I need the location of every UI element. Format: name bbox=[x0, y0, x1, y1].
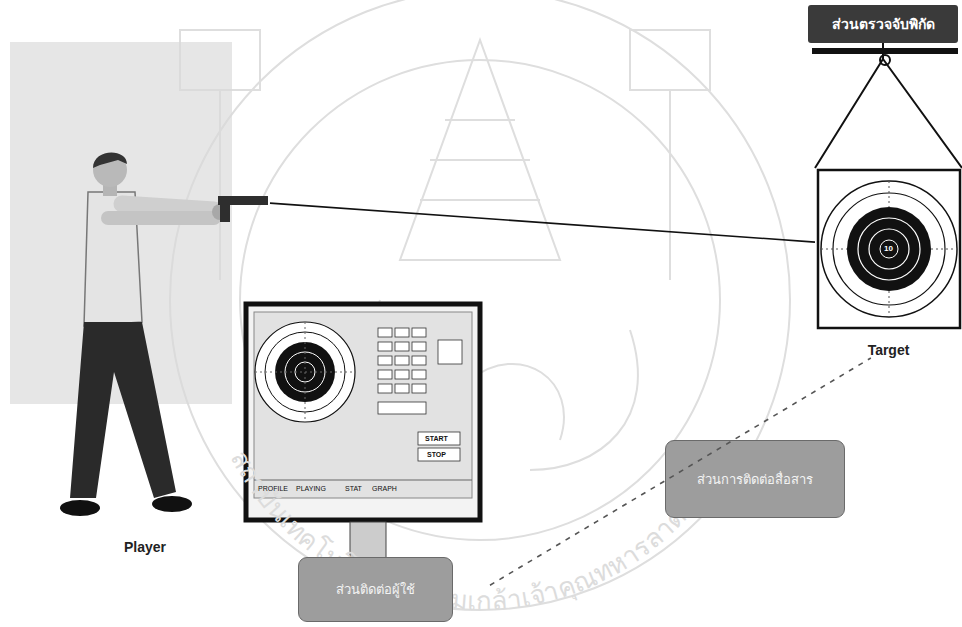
communication-box: ส่วนการติดต่อสื่อสาร bbox=[665, 440, 845, 518]
player-figure: Player bbox=[20, 140, 270, 555]
sensor-box: ส่วนตรวจจับพิกัด bbox=[808, 5, 958, 43]
node-label: ส่วนติดต่อผู้ใช้ bbox=[336, 579, 415, 600]
tab-label: PROFILE bbox=[258, 485, 288, 492]
node-label: Player bbox=[20, 539, 270, 555]
watermark-seal bbox=[170, 0, 790, 610]
signal-line bbox=[490, 358, 871, 585]
hook-ring bbox=[880, 55, 890, 65]
user-interface-box: ส่วนติดต่อผู้ใช้ bbox=[298, 557, 453, 622]
aim-line bbox=[270, 203, 815, 242]
tab-label: GRAPH bbox=[372, 485, 397, 492]
node-label: Target bbox=[815, 342, 962, 358]
button-label: STOP bbox=[427, 451, 446, 458]
target-illustration bbox=[818, 170, 960, 328]
tab-label: STAT bbox=[345, 485, 362, 492]
monitor-illustration bbox=[246, 304, 480, 584]
node-label: ส่วนการติดต่อสื่อสาร bbox=[697, 469, 813, 490]
tab-label: PLAYING bbox=[296, 485, 326, 492]
button-label: START bbox=[425, 435, 448, 442]
ring-number: 10 bbox=[884, 245, 893, 253]
node-label: ส่วนตรวจจับพิกัด bbox=[832, 13, 935, 35]
hanger-line bbox=[815, 43, 962, 168]
target-board: Target bbox=[815, 168, 962, 358]
support-bar bbox=[812, 48, 958, 54]
